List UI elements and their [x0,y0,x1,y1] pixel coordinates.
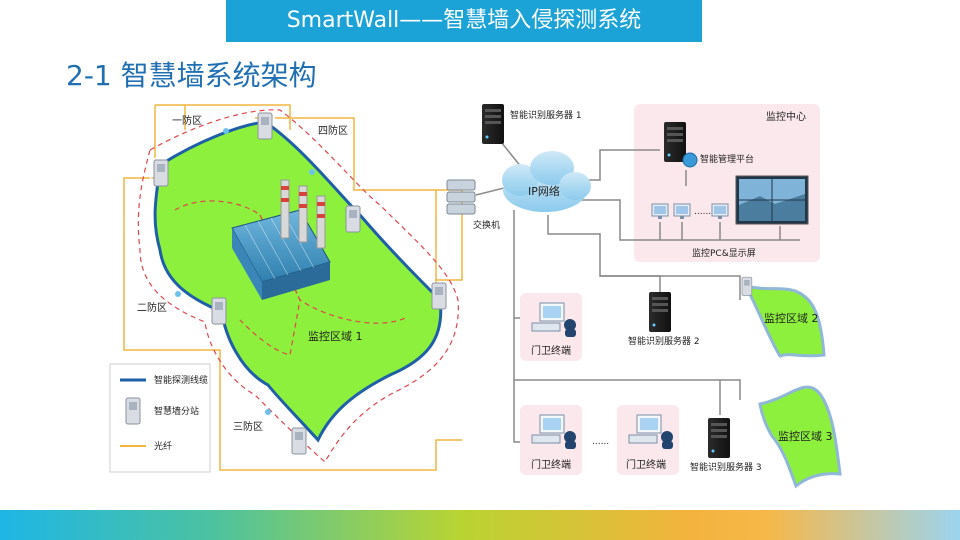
ip-network-cloud-icon [502,151,591,212]
slide-title: 2-1 智慧墙系统架构 [66,59,317,92]
guard-terminal-1-label: 门卫终端 [531,344,571,357]
legend-cable-label: 智能探测线缆 [154,374,208,386]
zone2-label: 二防区 [137,301,167,314]
pc-display-label: 监控PC&显示屏 [692,247,756,259]
zone-boundaries [137,109,459,463]
monitored-area-2 [741,276,826,358]
management-server-icon [664,122,686,162]
footer-gradient-bar [0,510,960,540]
ip-network-label: IP网络 [528,184,560,198]
server3-label: 智能识别服务器 3 [690,461,762,473]
substation-icon [211,297,227,325]
switch-icon [446,179,476,215]
substation-icon [431,282,447,310]
substation-icon [291,427,307,455]
mgmt-platform-label: 智能管理平台 [700,153,754,165]
guard-terminal-3-label: 门卫终端 [626,458,666,471]
substation-icon [153,159,169,187]
switch-label: 交换机 [473,219,500,231]
pc-ellipsis: ...... [694,207,711,217]
server-icon [708,418,730,458]
legend: 智能探测线缆 智慧墙分站 光纤 [109,363,211,473]
globe-icon [682,152,698,168]
legend-station-label: 智慧墙分站 [154,405,199,417]
substation-icon [345,205,361,233]
network-diagram: 监控中心 智能识别服务器 1 交 [446,104,842,489]
factory-icon [231,179,331,300]
server-icon [649,292,671,332]
server2-label: 智能识别服务器 2 [628,335,700,347]
monitored-area-3 [758,385,842,489]
monitor-area-3-label: 监控区域 3 [778,429,833,443]
architecture-diagram: 一防区 四防区 二防区 三防区 监控区域 1 智能探测线缆 智慧墙分站 光纤 监… [109,104,842,489]
video-wall-icon [735,175,809,225]
site-area: 一防区 四防区 二防区 三防区 监控区域 1 [123,104,463,471]
fiber-routes [123,104,463,471]
legend-fiber-label: 光纤 [154,440,172,452]
server1-label: 智能识别服务器 1 [510,109,582,121]
zone4-label: 四防区 [318,124,348,137]
monitor-center-label: 监控中心 [766,110,806,123]
monitor-area-2-label: 监控区域 2 [764,311,819,325]
server-icon [482,104,504,144]
cable-outer-line [145,113,451,452]
zone1-label: 一防区 [172,114,202,127]
guard-ellipsis: ...... [592,437,609,447]
monitor-area-1-label: 监控区域 1 [308,329,363,343]
banner-title: SmartWall——智慧墙入侵探测系统 [226,0,702,42]
guard-terminal-2-label: 门卫终端 [531,458,571,471]
zone3-label: 三防区 [233,420,263,433]
legend-station-icon [125,397,141,425]
substation-icon [257,112,273,140]
detection-cable [153,120,443,443]
